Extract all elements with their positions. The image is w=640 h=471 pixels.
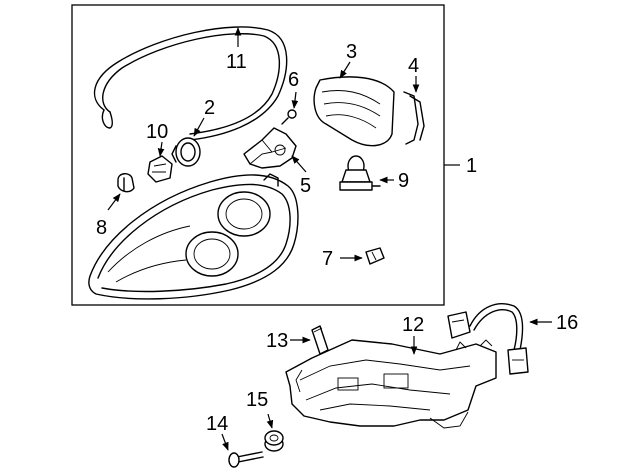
callout-2-leader	[193, 117, 205, 137]
callout-12: 12	[402, 314, 424, 336]
callout-14: 14	[206, 413, 228, 435]
callout-15: 15	[246, 389, 268, 411]
callout-14-leader	[221, 433, 229, 451]
callout-9: 9	[398, 170, 409, 192]
callout-6-leader	[291, 91, 299, 109]
callout-1: 1	[466, 155, 477, 177]
leveling-motor	[243, 127, 297, 169]
bolt	[228, 451, 264, 468]
small-bulb	[117, 173, 135, 193]
callout-8: 8	[96, 217, 107, 239]
callout-15-leader	[266, 413, 274, 429]
gasket-seal	[93, 26, 288, 141]
callout-10: 10	[146, 121, 168, 143]
assembly-frame	[71, 4, 445, 306]
callout-7: 7	[322, 248, 333, 270]
wire-bracket	[403, 91, 425, 145]
bulb-holder	[147, 155, 173, 183]
callout-5-leader	[291, 155, 307, 173]
callout-3-leader	[339, 61, 351, 79]
clip	[365, 247, 385, 265]
screw	[281, 109, 297, 125]
callout-3: 3	[346, 41, 357, 63]
main-bulb	[339, 155, 381, 191]
callout-11: 11	[226, 51, 247, 73]
pin	[311, 325, 329, 355]
callout-10-leader	[157, 141, 165, 157]
callout-16: 16	[556, 312, 578, 334]
socket-ring	[171, 137, 201, 167]
wiring-harness	[447, 303, 529, 375]
callout-8-leader	[107, 193, 121, 211]
callout-13: 13	[266, 330, 288, 352]
mounting-bracket	[285, 339, 497, 429]
housing-cover	[313, 76, 395, 147]
callout-5: 5	[300, 175, 311, 197]
callout-2: 2	[204, 97, 215, 119]
headlamp-lens	[88, 173, 299, 300]
grommet	[264, 430, 284, 452]
callout-6: 6	[288, 69, 299, 91]
callout-4: 4	[408, 55, 419, 77]
